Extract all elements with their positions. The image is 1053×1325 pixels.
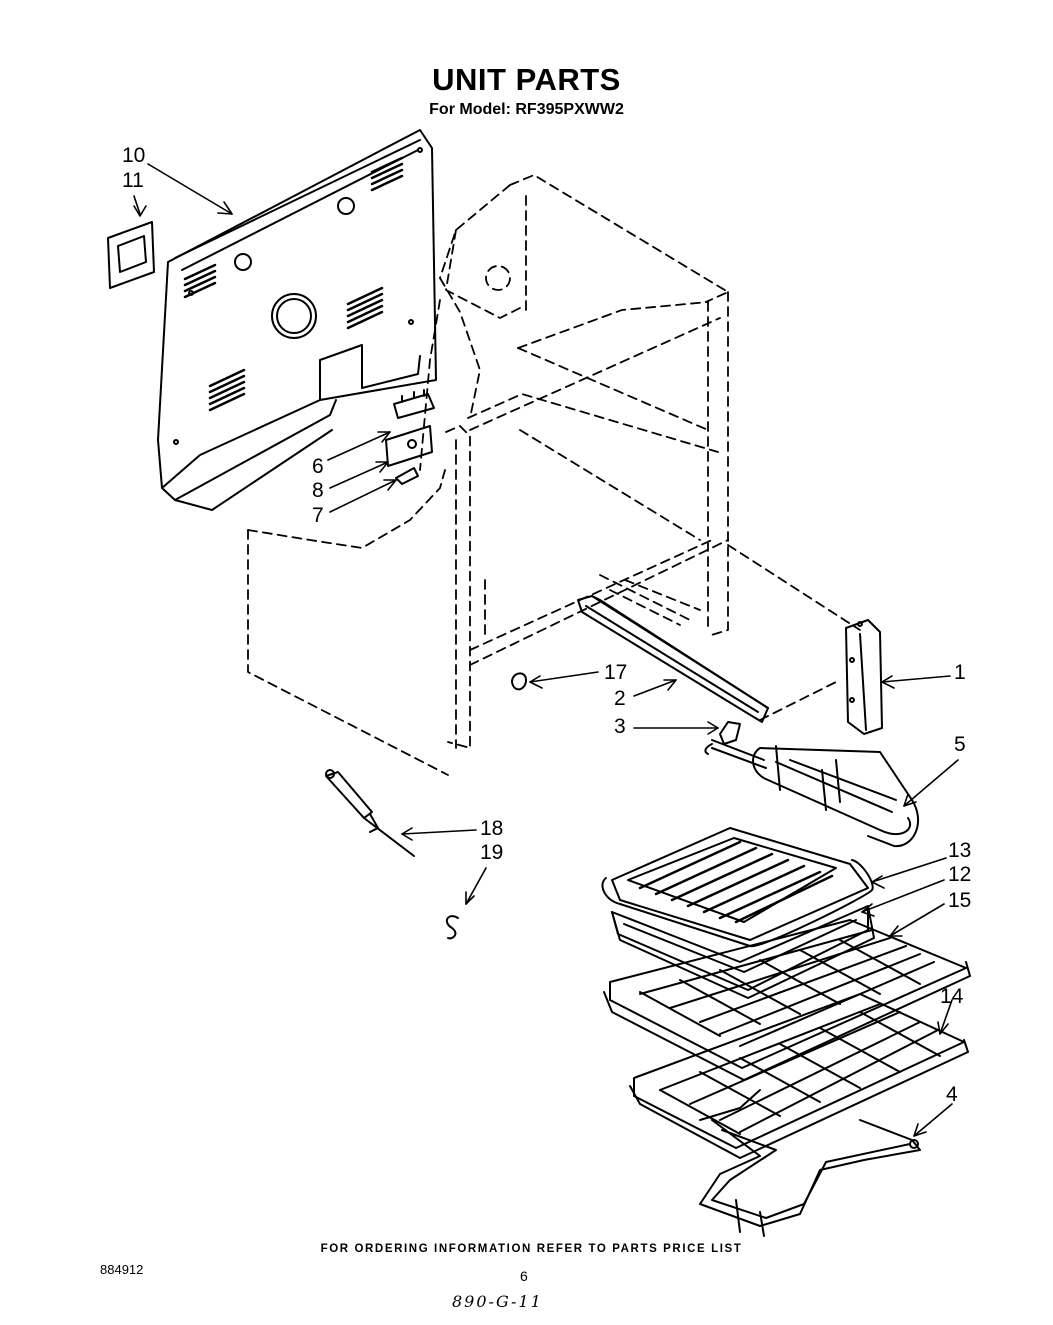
callout-3: 3 — [614, 715, 626, 738]
oven-rack-upper — [603, 919, 971, 1081]
callout-14: 14 — [940, 985, 964, 1008]
small-plate — [107, 221, 155, 289]
rail-clip — [719, 721, 741, 745]
callout-11: 11 — [122, 169, 144, 192]
page-title: UNIT PARTS — [432, 62, 621, 97]
cabinet-outline — [247, 174, 861, 776]
callout-18: 18 — [480, 817, 504, 840]
side-trim — [845, 619, 883, 735]
bake-element — [699, 1089, 921, 1237]
callout-13: 13 — [948, 839, 972, 862]
terminal-block — [393, 389, 435, 419]
callout-19: 19 — [480, 841, 504, 864]
drawer-rail — [577, 595, 769, 723]
callout-6: 6 — [312, 455, 324, 478]
page-number: 6 — [520, 1268, 528, 1284]
model-subtitle: For Model: RF395PXWW2 — [429, 101, 624, 118]
terminal-bracket — [385, 425, 433, 467]
handwritten-note: 890-G-11 — [452, 1292, 543, 1311]
broil-pan — [611, 905, 875, 999]
callout-5: 5 — [954, 733, 966, 756]
callout-7: 7 — [312, 504, 324, 527]
grommet — [511, 672, 527, 691]
leader-lines — [133, 163, 959, 1137]
callout-8: 8 — [312, 479, 324, 502]
callout-15: 15 — [948, 889, 972, 912]
callout-4: 4 — [946, 1083, 958, 1106]
callout-10: 10 — [122, 144, 146, 167]
callout-2: 2 — [614, 687, 626, 710]
callout-1: 1 — [954, 661, 966, 684]
callout-17: 17 — [604, 661, 628, 684]
sensor-wire — [445, 915, 459, 940]
oven-sensor — [325, 769, 415, 857]
rear-panel — [157, 129, 437, 511]
document-number: 884912 — [100, 1262, 144, 1277]
wire-clip — [395, 467, 419, 485]
ordering-note: FOR ORDERING INFORMATION REFER TO PARTS … — [320, 1243, 743, 1255]
oven-rack-lower — [629, 993, 969, 1159]
broil-pan-insert — [601, 827, 874, 948]
callout-12: 12 — [948, 863, 972, 886]
